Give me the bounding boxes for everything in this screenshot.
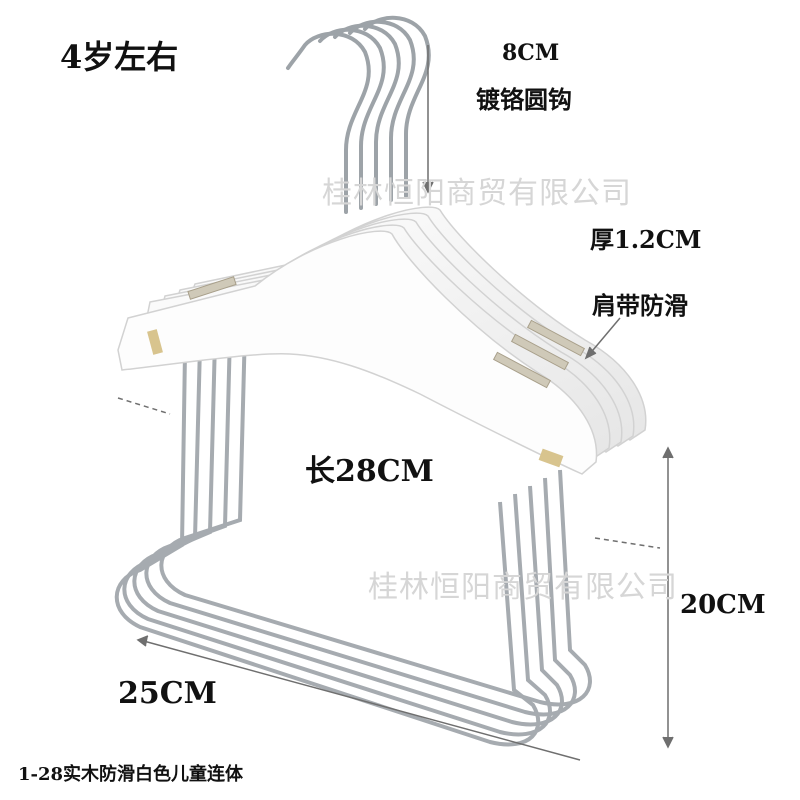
wooden-hangers <box>117 206 647 475</box>
age-label: 4岁左右 <box>60 38 179 76</box>
watermark-top: 桂林恒阳商贸有限公司 <box>322 176 632 211</box>
length-label: 长28CM <box>305 454 434 489</box>
anti-slip-strips <box>187 276 586 389</box>
thickness-label: 厚1.2CM <box>590 225 702 254</box>
height-label: 20CM <box>680 590 766 620</box>
width-label: 25CM <box>118 676 217 711</box>
gold-end-caps <box>147 329 564 468</box>
strap-desc-label: 肩带防滑 <box>592 291 688 320</box>
dimension-lines <box>117 45 674 761</box>
chrome-hooks <box>286 15 431 214</box>
hook-desc-label: 镀铬圆钩 <box>476 85 572 114</box>
hook-size-label: 8CM <box>502 40 560 66</box>
watermark-bottom: 桂林恒阳商贸有限公司 <box>368 570 678 605</box>
product-name-label: 1-28实木防滑白色儿童连体 <box>18 764 244 785</box>
chrome-loops <box>114 327 592 747</box>
